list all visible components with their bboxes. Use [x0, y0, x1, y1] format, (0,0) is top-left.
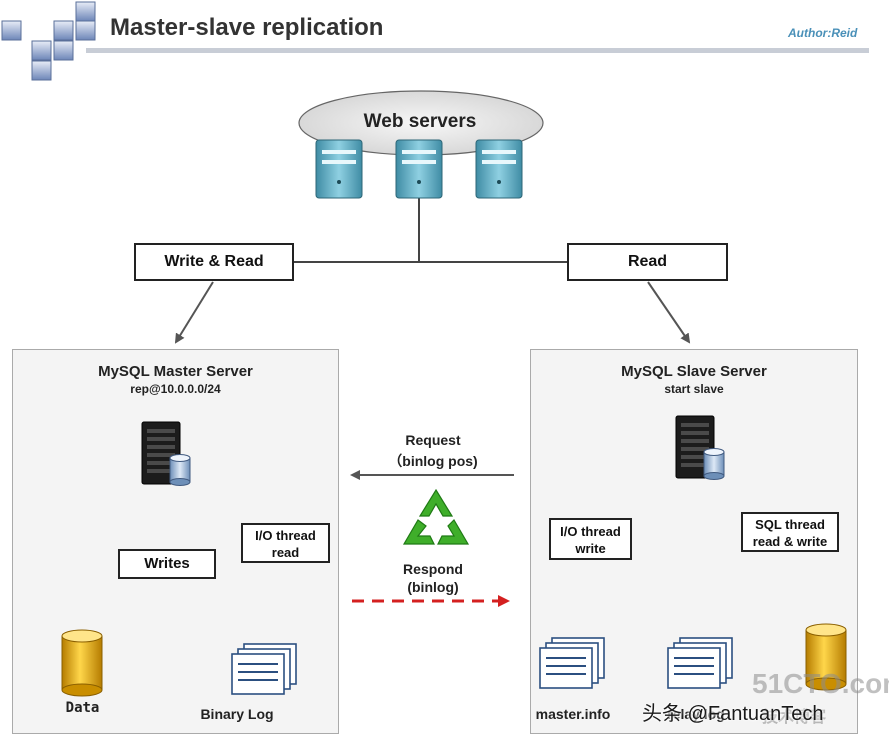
relay-log-stack-icon: [667, 637, 733, 689]
web-server-towers: [315, 139, 523, 199]
request-binlog-pos-label: （binlog pos): [388, 453, 478, 469]
arrow-to-master: [174, 281, 214, 344]
slave-subtitle: start slave: [664, 382, 724, 396]
writes-box: Writes: [118, 549, 216, 579]
sql-thread-box: SQL thread read & write: [741, 512, 839, 552]
watermark-site-sub: 技术博客: [762, 709, 827, 726]
respond-label: Respond: [403, 561, 463, 577]
author-label: Author:Reid: [788, 26, 858, 40]
master-data-label: Data: [65, 700, 100, 716]
master-title: MySQL Master Server: [98, 363, 253, 380]
master-subtitle: rep@10.0.0.0/24: [130, 382, 221, 396]
recycle-icon: [402, 488, 470, 545]
master-io-thread-line1: I/O thread: [255, 528, 316, 543]
slave-title: MySQL Slave Server: [621, 363, 767, 380]
master-info-stack-icon: [539, 637, 605, 689]
read-route-box: Read: [567, 243, 728, 281]
master-info-label: master.info: [535, 706, 611, 722]
watermark-site: 51CTO.com: [752, 668, 889, 699]
arrow-to-slave: [647, 281, 691, 344]
request-label: Request: [405, 432, 461, 448]
slave-io-thread-line2: write: [575, 541, 606, 556]
write-read-route-box: Write & Read: [134, 243, 294, 281]
watermark-source: 头条 @FantuanTech: [642, 703, 824, 725]
page-title: Master-slave replication: [110, 14, 384, 41]
respond-binlog-label: (binlog): [407, 579, 459, 595]
slave-io-thread-box: I/O thread write: [549, 518, 632, 560]
header-logo-squares: [1, 1, 96, 81]
header-rule: [86, 48, 869, 53]
master-io-thread-line2: read: [271, 545, 300, 560]
sql-thread-line1: SQL thread: [755, 517, 825, 532]
web-server-icon-1: [315, 139, 363, 199]
binary-log-stack-icon: [231, 643, 297, 695]
sql-thread-line2: read & write: [752, 534, 828, 549]
web-servers-label: Web servers: [363, 111, 477, 132]
slave-server-icon: [675, 415, 725, 480]
master-server-icon: [141, 421, 191, 486]
relay-log-label: relay log: [667, 706, 725, 722]
web-server-icon-2: [395, 139, 443, 199]
master-data-db-icon: [61, 629, 103, 697]
slave-data-db-icon: [805, 623, 847, 691]
slave-io-thread-line1: I/O thread: [560, 524, 621, 539]
binary-log-label: Binary Log: [200, 706, 274, 722]
web-server-icon-3: [475, 139, 523, 199]
master-io-thread-box: I/O thread read: [241, 523, 330, 563]
